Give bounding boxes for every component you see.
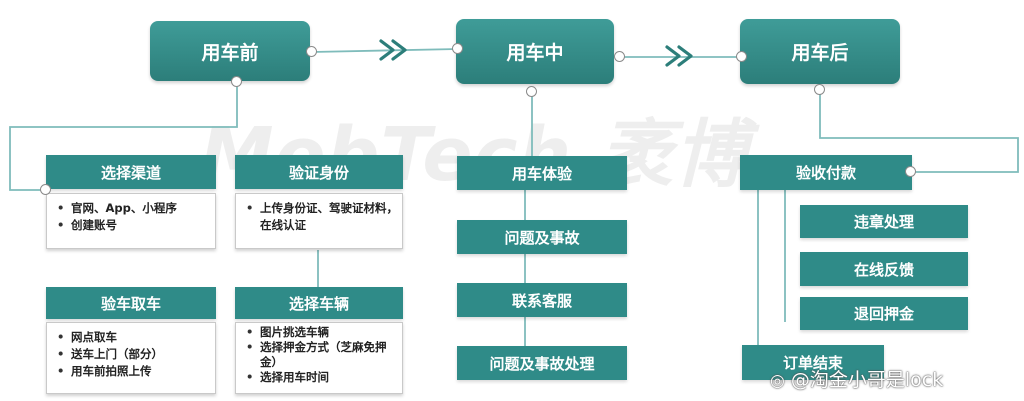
list-item: 送车上门（部分） — [57, 346, 215, 363]
connector-node — [736, 51, 747, 62]
during-item-issues: 问题及事故 — [457, 220, 627, 254]
list-item: 创建账号 — [57, 217, 215, 234]
list-item: 上传身份证、驾驶证材料，在线认证 — [246, 200, 402, 234]
line-after-payment — [819, 90, 1019, 173]
list-item: 官网、App、小程序 — [57, 200, 215, 217]
credit-watermark: ◎ @淘金小哥是lock — [770, 365, 943, 392]
connector-node — [614, 51, 625, 62]
panel-verify-identity: 上传身份证、驾驶证材料，在线认证 — [235, 193, 403, 249]
connector-node — [814, 84, 825, 95]
after-item-violations: 违章处理 — [800, 205, 968, 238]
step-inspect-pickup: 验车取车 — [46, 287, 216, 319]
phase-during: 用车中 — [456, 19, 614, 84]
step-order-complete: 订单结束 — [742, 345, 884, 380]
during-item-contact-support: 联系客服 — [457, 283, 627, 317]
step-select-channel: 选择渠道 — [46, 155, 216, 189]
line-before-during — [311, 48, 459, 53]
step-usage-experience: 用车体验 — [457, 156, 627, 190]
phase-after: 用车后 — [740, 19, 900, 84]
weibo-icon: ◎ — [770, 371, 785, 391]
panel-select-channel: 官网、App、小程序 创建账号 — [46, 193, 216, 249]
chevron-icon — [677, 45, 693, 67]
step-select-vehicle: 选择车辆 — [235, 287, 403, 319]
list-item: 选择押金方式（芝麻免押金） — [246, 340, 402, 370]
chevron-icon — [391, 39, 407, 61]
during-item-issue-handling: 问题及事故处理 — [457, 346, 627, 380]
list-item: 用车前拍照上传 — [57, 363, 215, 380]
panel-inspect-pickup: 网点取车 送车上门（部分） 用车前拍照上传 — [46, 322, 216, 394]
connector-node — [526, 86, 537, 97]
connector-node — [231, 76, 242, 87]
after-item-deposit-refund: 退回押金 — [800, 297, 968, 330]
list-item: 选择用车时间 — [246, 370, 402, 385]
line-before-channel — [9, 80, 238, 191]
phase-before: 用车前 — [150, 21, 310, 81]
list-item: 图片挑选车辆 — [246, 325, 402, 340]
chevron-icon — [665, 45, 681, 67]
list-item: 网点取车 — [57, 329, 215, 346]
connector-node — [905, 166, 916, 177]
panel-select-vehicle: 图片挑选车辆 选择押金方式（芝麻免押金） 选择用车时间 — [235, 322, 403, 394]
step-inspection-payment: 验收付款 — [740, 155, 912, 190]
step-verify-identity: 验证身份 — [235, 155, 403, 189]
connector-node — [306, 46, 317, 57]
connector-node — [452, 43, 463, 54]
chevron-icon — [379, 39, 395, 61]
credit-text: @淘金小哥是lock — [790, 369, 944, 391]
connector-node — [40, 184, 51, 195]
after-item-feedback: 在线反馈 — [800, 252, 968, 286]
